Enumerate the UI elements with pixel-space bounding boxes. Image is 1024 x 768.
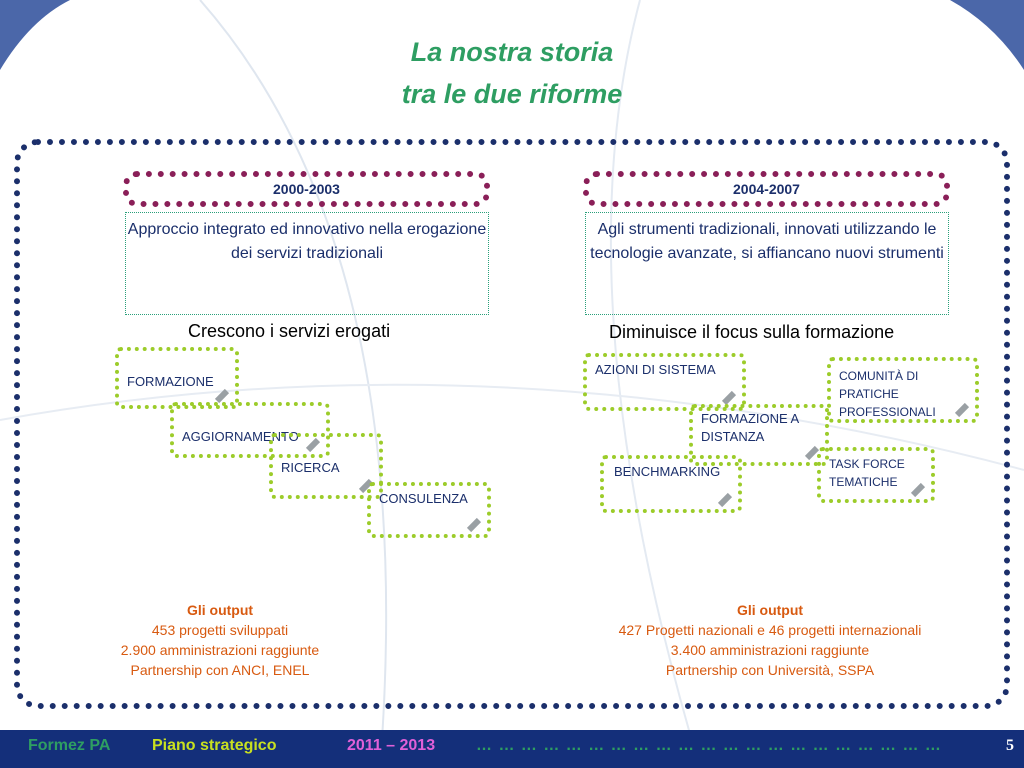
left-output-line: 453 progetti sviluppati — [151, 622, 289, 638]
footer-dots-text: … … … … … … … … … … … … … … … … … … … … … — [476, 737, 942, 754]
box-benchmarking-label: BENCHMARKING — [614, 464, 721, 479]
slide-title-line1: La nostra storia — [410, 37, 614, 67]
content-frame — [14, 139, 1010, 709]
connector-icon — [954, 402, 970, 418]
box-consulenza-label: CONSULENZA — [379, 491, 468, 506]
page-number: 5 — [1006, 737, 1014, 754]
connector-icon — [466, 517, 482, 533]
footer-years: 2011 – 2013 — [347, 737, 436, 754]
box-ricerca: RICERCA — [269, 433, 383, 499]
left-output-line: Partnership con ANCI, ENEL — [130, 662, 310, 678]
left-output: Gli output 453 progetti sviluppati 2.900… — [60, 600, 380, 680]
left-subheading: Crescono i servizi erogati — [188, 321, 391, 341]
box-ricerca-label: RICERCA — [281, 460, 340, 475]
box-azioni-label: AZIONI DI SISTEMA — [595, 362, 716, 377]
footer-org: Formez PA — [28, 737, 111, 754]
left-output-heading: Gli output — [186, 602, 254, 618]
box-comunita-label: COMUNITÀ DI PRATICHE PROFESSIONALI — [839, 369, 936, 419]
box-formazione-a-distanza: FORMAZIONE A DISTANZA — [689, 404, 829, 466]
right-output-heading: Gli output — [736, 602, 804, 618]
right-description: Agli strumenti tradizionali, innovati ut… — [585, 212, 949, 315]
right-subheading: Diminuisce il focus sulla formazione — [609, 322, 895, 342]
connector-icon — [910, 482, 926, 498]
left-output-line: 2.900 amministrazioni raggiunte — [120, 642, 320, 658]
connector-icon — [717, 492, 733, 508]
connector-icon — [214, 388, 230, 404]
box-fad-label: FORMAZIONE A DISTANZA — [701, 411, 799, 444]
box-azioni-di-sistema: AZIONI DI SISTEMA — [583, 353, 746, 411]
box-consulenza: CONSULENZA — [367, 482, 491, 538]
right-output-line: 3.400 amministrazioni raggiunte — [670, 642, 870, 658]
footer-plan: Piano strategico — [152, 737, 277, 754]
box-formazione: FORMAZIONE — [115, 347, 239, 409]
box-formazione-label: FORMAZIONE — [127, 374, 214, 389]
footer-bar: Formez PA Piano strategico 2011 – 2013 …… — [0, 730, 1024, 768]
slide-title-line2: tra le due riforme — [401, 79, 623, 109]
box-taskforce-label: TASK FORCE TEMATICHE — [829, 457, 905, 489]
box-comunita-di-pratiche: COMUNITÀ DI PRATICHE PROFESSIONALI — [827, 357, 979, 423]
right-period-label: 2004-2007 — [583, 171, 950, 207]
box-task-force: TASK FORCE TEMATICHE — [817, 447, 935, 503]
box-benchmarking: BENCHMARKING — [600, 455, 742, 513]
right-output-line: Partnership con Università, SSPA — [665, 662, 875, 678]
footer-dots: … … … … … … … … … … … … … … … … … … … … … — [476, 737, 942, 755]
left-period-label: 2000-2003 — [123, 171, 490, 207]
right-output: Gli output 427 Progetti nazionali e 46 p… — [570, 600, 970, 680]
connector-icon — [721, 390, 737, 406]
left-description: Approccio integrato ed innovativo nella … — [125, 212, 489, 315]
right-output-line: 427 Progetti nazionali e 46 progetti int… — [618, 622, 922, 638]
